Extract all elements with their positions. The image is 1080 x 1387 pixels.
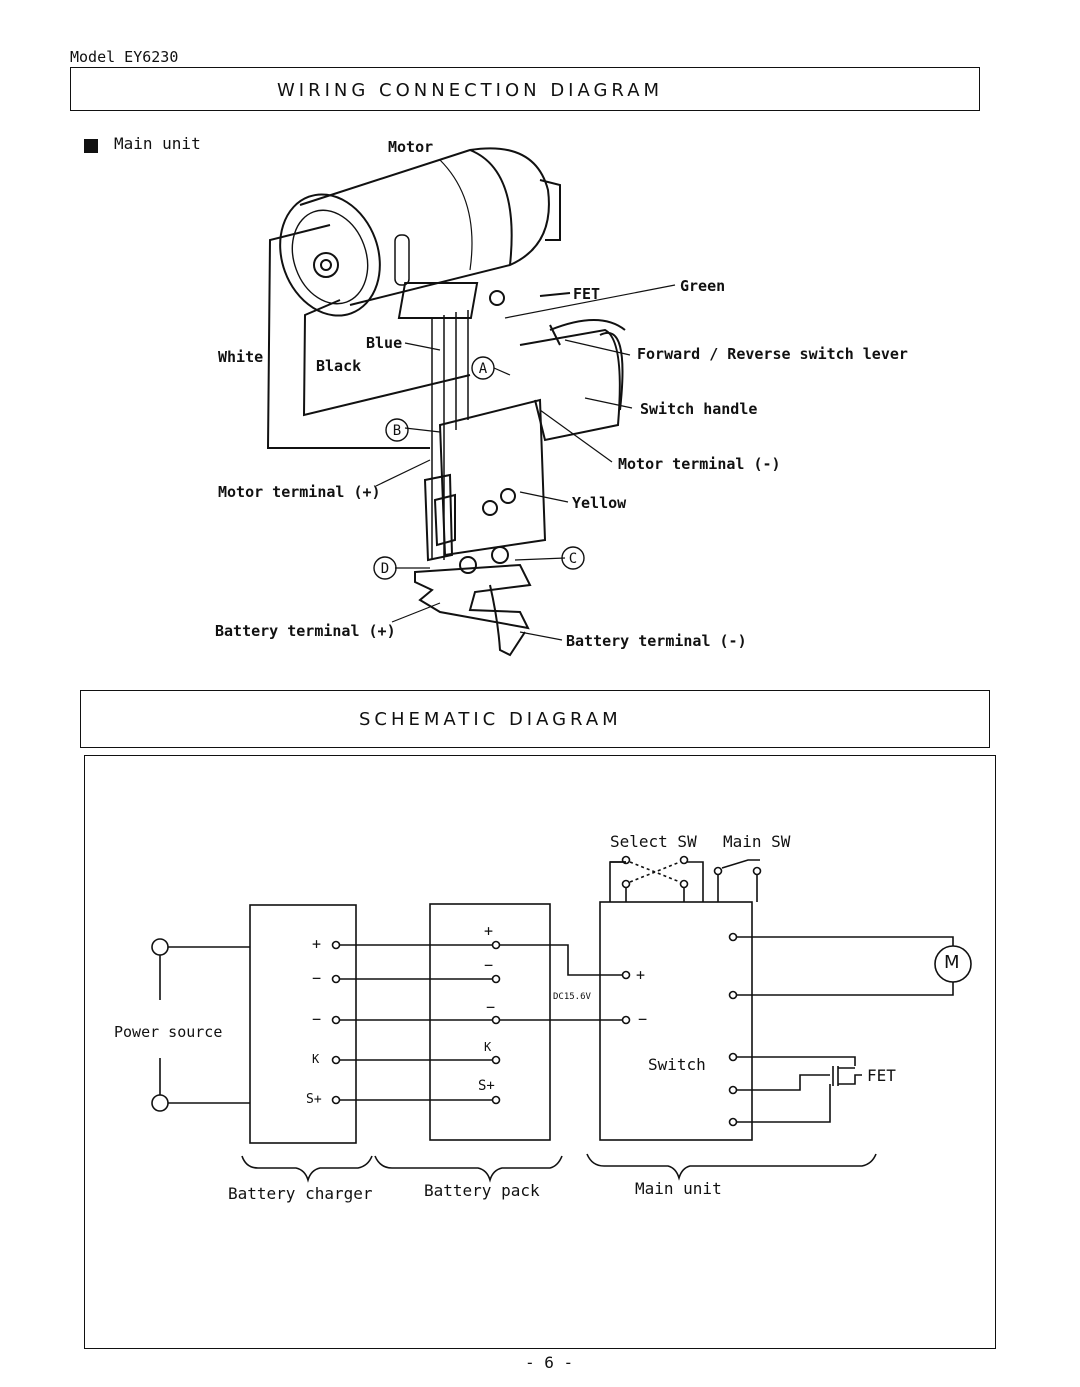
label-battery-terminal-plus: Battery terminal (+)	[215, 622, 396, 640]
pack-term-4: K	[484, 1040, 492, 1054]
select-sw-label: Select SW	[610, 832, 697, 851]
motor-symbol: M	[944, 952, 960, 973]
charger-term-2: −	[312, 969, 322, 987]
main-unit-label: Main unit	[114, 134, 201, 153]
wiring-title: WIRING CONNECTION DIAGRAM	[277, 80, 664, 101]
switch-in-plus: +	[636, 966, 646, 984]
schematic-title-box: SCHEMATIC DIAGRAM	[80, 690, 990, 748]
switch-label: Switch	[648, 1055, 706, 1074]
fet-label: FET	[867, 1066, 896, 1085]
label-fwd-rev-lever: Forward / Reverse switch lever	[637, 345, 908, 363]
wiring-illustration: A B C D	[266, 147, 676, 657]
callout-d: D	[381, 561, 389, 577]
caption-main-unit: Main unit	[635, 1179, 722, 1198]
page-number: - 6 -	[525, 1353, 574, 1372]
switch-in-minus: −	[638, 1010, 648, 1028]
caption-battery-pack: Battery pack	[424, 1181, 540, 1200]
callout-c: C	[569, 551, 577, 567]
dc-voltage-label: DC15.6V	[553, 992, 591, 1002]
label-blue: Blue	[366, 334, 403, 352]
schematic-title: SCHEMATIC DIAGRAM	[359, 709, 622, 730]
callout-b: B	[393, 423, 401, 439]
pack-term-3: −	[486, 998, 496, 1016]
charger-term-1: +	[312, 935, 322, 953]
charger-term-4: K	[312, 1052, 320, 1066]
main-sw-label: Main SW	[723, 832, 791, 851]
pack-term-2: −	[484, 956, 494, 974]
pack-term-1: +	[484, 922, 494, 940]
bullet-square-icon	[84, 139, 98, 153]
charger-term-5: S+	[306, 1092, 322, 1107]
label-fet: FET	[573, 285, 601, 303]
label-battery-terminal-minus: Battery terminal (-)	[566, 632, 747, 650]
power-source-label: Power source	[114, 1023, 223, 1041]
wiring-title-box: WIRING CONNECTION DIAGRAM	[70, 67, 980, 111]
callout-a: A	[479, 361, 488, 377]
label-yellow: Yellow	[572, 494, 627, 512]
label-motor: Motor	[388, 138, 434, 156]
schematic-frame	[84, 755, 996, 1349]
label-green: Green	[680, 277, 726, 295]
label-motor-terminal-minus: Motor terminal (-)	[618, 455, 781, 473]
label-motor-terminal-plus: Motor terminal (+)	[218, 483, 381, 501]
label-black: Black	[316, 357, 362, 375]
label-white: White	[218, 348, 264, 366]
model-number: Model EY6230	[70, 48, 179, 66]
label-switch-handle: Switch handle	[640, 400, 758, 418]
pack-term-5: S+	[478, 1078, 495, 1094]
caption-battery-charger: Battery charger	[228, 1184, 373, 1203]
charger-term-3: −	[312, 1010, 322, 1028]
